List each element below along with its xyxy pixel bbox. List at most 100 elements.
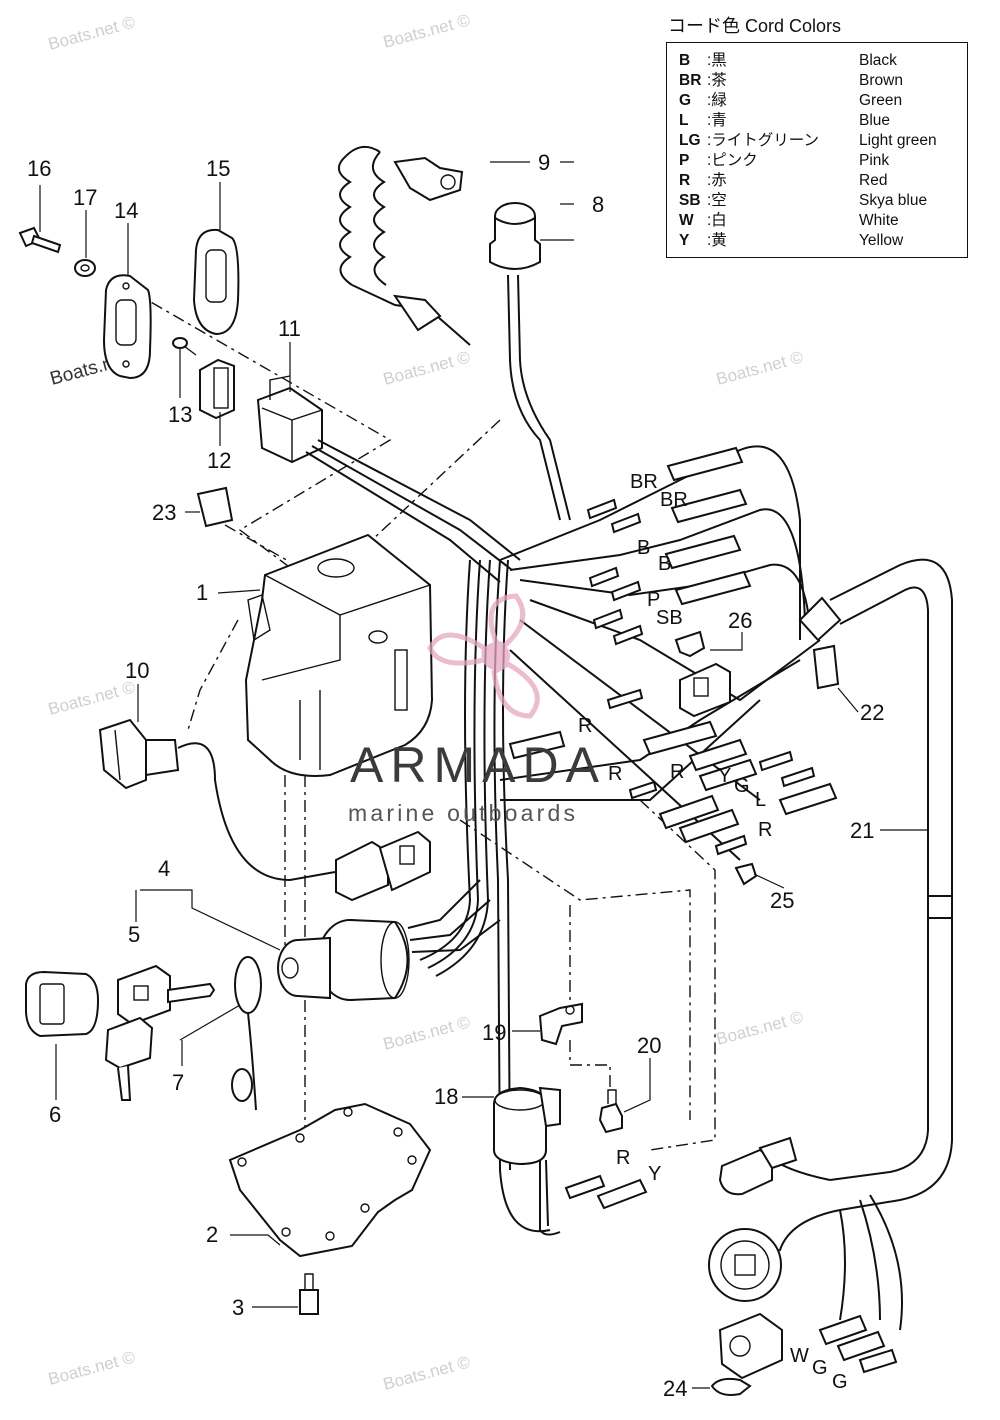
- legend-en: Yellow: [859, 232, 904, 249]
- legend-code: Y: [679, 232, 690, 249]
- callout-13: 13: [168, 402, 192, 427]
- legend-code: SB: [679, 192, 701, 209]
- legend-row: LG :ライトグリーン Light green: [679, 131, 959, 151]
- wire-label-w: W: [790, 1345, 809, 1367]
- washer-17: [74, 259, 96, 277]
- switch-12: [199, 358, 235, 420]
- cord-colors-title: コード色 Cord Colors: [668, 16, 842, 36]
- label-23: [196, 486, 234, 528]
- wire-label-r: R: [578, 715, 592, 737]
- callout-12: 12: [207, 448, 231, 473]
- wire-label-sb: SB: [656, 607, 683, 629]
- legend-code: LG: [679, 132, 701, 149]
- watermark-text: Boats.net ©: [46, 1347, 137, 1389]
- legend-en: Green: [859, 92, 903, 109]
- armada-logo-wordmark: ARMADA: [350, 737, 606, 793]
- wire-label-l: L: [755, 789, 766, 811]
- legend-en: Red: [859, 172, 888, 189]
- callout-17: 17: [73, 185, 97, 210]
- watermark-text: Boats.net ©: [381, 10, 472, 52]
- wire-label-p: P: [647, 589, 660, 611]
- callout-25: 25: [770, 888, 794, 913]
- clip-22: [812, 644, 840, 690]
- screw-20: [598, 1089, 623, 1134]
- legend-code: W: [679, 212, 694, 229]
- assembly-guides: [129, 289, 716, 1230]
- callout-19: 19: [482, 1020, 506, 1045]
- callout-5: 5: [128, 922, 140, 947]
- watermark-text: Boats.net ©: [381, 347, 472, 389]
- legend-jp: :白: [707, 212, 727, 229]
- wire-label-r: R: [608, 763, 622, 785]
- wire-label-b: B: [658, 553, 671, 575]
- callout-7: 7: [172, 1070, 184, 1095]
- callout-11: 11: [278, 316, 301, 341]
- legend-code: P: [679, 152, 690, 169]
- main-switch-4: [277, 879, 501, 1001]
- wire-label-b: B: [637, 537, 650, 559]
- lanyard-9: [338, 145, 471, 346]
- wire-label-y: Y: [648, 1163, 661, 1185]
- callout-24: 24: [663, 1376, 687, 1401]
- legend-jp: :ライトグリーン: [707, 132, 820, 149]
- bolt-16: [18, 226, 62, 254]
- wire-label-br: BR: [630, 471, 658, 493]
- harness-connector: [335, 830, 431, 902]
- watermark-text: Boats.net ©: [381, 1012, 472, 1054]
- bottom-connectors: [708, 1136, 898, 1380]
- callout-9: 9: [538, 150, 550, 175]
- grommet-25: [734, 862, 758, 886]
- legend-code: L: [679, 112, 689, 129]
- legend-code: G: [679, 92, 692, 109]
- wire-label-r: R: [670, 761, 684, 783]
- wire-label-r: R: [616, 1147, 630, 1169]
- legend-en: Skya blue: [859, 192, 928, 209]
- legend-en: Light green: [859, 132, 937, 149]
- legend-row: B :黒 Black: [679, 51, 959, 71]
- keys-5: [104, 964, 216, 1101]
- wire-labels: BR BR B B P SB R R R Y G L R R Y W G G: [578, 471, 848, 1393]
- legend-en: Pink: [859, 152, 890, 169]
- legend-code: B: [679, 52, 691, 69]
- legend-row: Y :黄 Yellow: [679, 231, 959, 251]
- watermark-text: Boats.net ©: [46, 12, 137, 54]
- legend-jp: :黒: [707, 52, 727, 69]
- legend-row: G :緑 Green: [679, 91, 959, 111]
- callout-10: 10: [125, 658, 149, 683]
- callout-1: 1: [196, 580, 208, 605]
- legend-jp: :茶: [707, 72, 727, 89]
- legend-en: Black: [859, 52, 897, 69]
- wire-label-y: Y: [718, 765, 731, 787]
- callout-26: 26: [728, 608, 752, 633]
- watermark-text: Boats.net ©: [714, 347, 805, 389]
- wire-label-br: BR: [660, 489, 688, 511]
- wire-label-r: R: [758, 819, 772, 841]
- cover-24: [710, 1377, 752, 1396]
- legend-jp: :黄: [707, 232, 727, 249]
- connector-26: [674, 630, 731, 718]
- callout-22: 22: [860, 700, 884, 725]
- legend-en: Brown: [859, 72, 903, 89]
- callouts: 1 2 3 4 5 6 7 8 9 10 11 12 13 14 15 16 1…: [27, 150, 884, 1401]
- legend-jp: :緑: [707, 92, 727, 109]
- stop-switch-8: [489, 202, 571, 521]
- cap-6: [25, 970, 100, 1038]
- callout-3: 3: [232, 1295, 244, 1320]
- control-box-1: [244, 533, 434, 777]
- callout-20: 20: [637, 1033, 661, 1058]
- armada-logo-icon: [427, 593, 540, 719]
- callout-21: 21: [850, 818, 874, 843]
- wire-label-g: G: [734, 775, 750, 797]
- callout-8: 8: [592, 192, 604, 217]
- screw-3: [299, 1273, 319, 1315]
- callout-14: 14: [114, 198, 138, 223]
- plate-2: [228, 1102, 432, 1258]
- bracket-19: [538, 1002, 583, 1046]
- legend-code: BR: [679, 72, 702, 89]
- watermark-text: Boats.net ©: [381, 1352, 472, 1394]
